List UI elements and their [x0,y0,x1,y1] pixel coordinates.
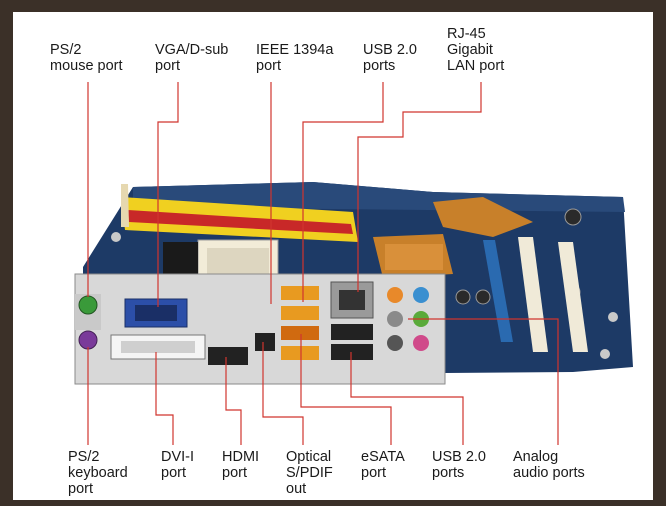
label-analog-audio: Analog audio ports [513,449,585,481]
label-rj45: RJ-45 Gigabit LAN port [447,26,505,74]
label-usb-top: USB 2.0 ports [363,42,417,74]
label-usb-bottom: USB 2.0 ports [432,449,486,481]
label-optical: Optical S/PDIF out [286,449,333,497]
diagram-panel: PS/2 mouse port VGA/D-sub port IEEE 1394… [13,12,653,500]
label-ieee1394: IEEE 1394a port [256,42,334,74]
label-ps2-mouse: PS/2 mouse port [50,42,123,74]
label-dvi: DVI-I port [161,449,195,481]
label-hdmi: HDMI port [222,449,260,481]
motherboard-image [74,182,633,385]
label-esata: eSATA port [361,449,405,481]
label-vga: VGA/D-sub port [155,42,229,74]
label-ps2-keyboard: PS/2 keyboard port [68,449,128,497]
